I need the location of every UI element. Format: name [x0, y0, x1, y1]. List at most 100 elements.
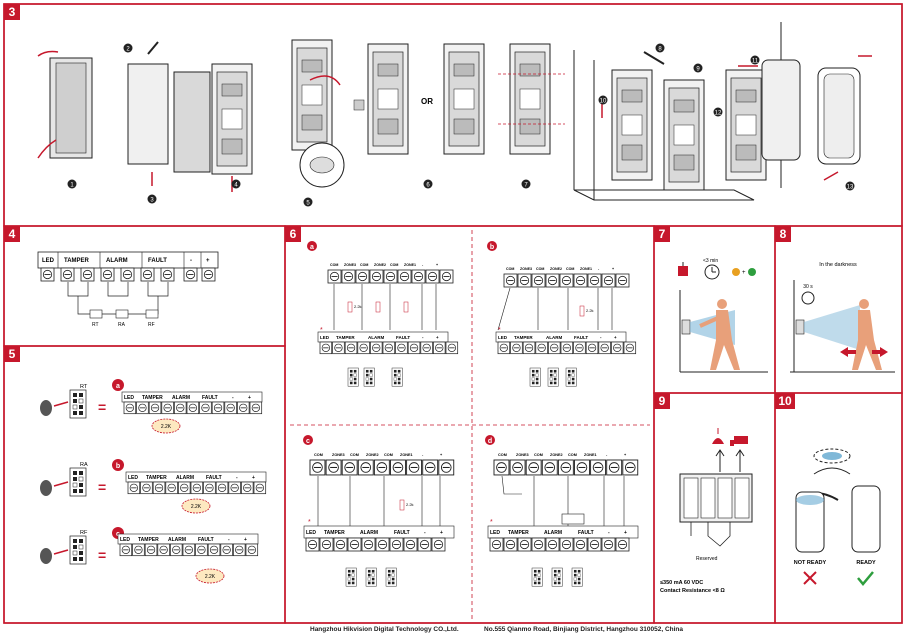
s5c-plus: + — [244, 537, 247, 543]
s6b-z3: ZONE2 — [550, 267, 562, 271]
s6d-z0: COM — [498, 453, 507, 457]
s4-sub-rf: RF — [148, 322, 155, 328]
s6a-fault: FAULT — [396, 335, 410, 340]
timer-icon — [801, 291, 815, 305]
svg-text:*: * — [320, 327, 323, 334]
s6c-z7: + — [440, 453, 443, 457]
s6a-z4: COM — [390, 263, 398, 267]
svg-text:*: * — [308, 519, 311, 526]
s5-res-c: 2.2K — [205, 574, 216, 580]
step-2: 2 — [126, 47, 130, 53]
s5a-minus: - — [232, 395, 234, 401]
s6a-plus: + — [436, 335, 439, 340]
s4-sub-ra: RA — [118, 322, 126, 328]
cross-icon — [803, 571, 817, 585]
footer-address: No.555 Qianmo Road, Binjiang District, H… — [484, 626, 684, 633]
s6a-z1: ZONE3 — [344, 263, 356, 267]
s5a-fault: FAULT — [202, 395, 218, 401]
s6a-alarm: ALARM — [368, 335, 384, 340]
step-8: 8 — [658, 47, 662, 53]
s5b-minus: - — [236, 475, 238, 481]
s5-letter-a: a — [116, 383, 120, 390]
s6b-minus: - — [600, 335, 602, 340]
s4-label-tamper: TAMPER — [64, 258, 90, 264]
step-6: 6 — [426, 183, 430, 189]
detector-icon — [681, 319, 691, 335]
s10-not-ready: NOT READY — [794, 560, 827, 566]
s5-res-a: 2.2K — [161, 424, 172, 430]
s6-panel-b: b COM ZONE3 COM ZONE2 COM ZONE1 - + 2.2k… — [487, 241, 637, 387]
s5c-led: LED — [120, 537, 130, 543]
section-8: 8 In the darkness 30 s — [774, 225, 903, 394]
s6b-z7: + — [612, 267, 614, 271]
s5-tag-ra: RA — [80, 462, 88, 468]
s5-letter-b: b — [116, 463, 120, 470]
s6a-z5: ZONE1 — [404, 263, 416, 267]
s6d-plus: + — [624, 530, 627, 536]
s5c-tamper: TAMPER — [138, 537, 159, 543]
s5b-alarm: ALARM — [176, 475, 194, 481]
step-3: 3 — [150, 198, 154, 204]
section-7: 7 <3 min + — [653, 225, 776, 394]
s4-label-plus: + — [206, 258, 210, 264]
s9-spec1: ≤350 mA 60 VDC — [660, 580, 703, 586]
s4-label-led: LED — [42, 258, 55, 264]
s6d-z7: + — [624, 453, 627, 457]
s5b-tamper: TAMPER — [146, 475, 167, 481]
s7-time: <3 min — [703, 258, 718, 264]
camera-icon — [730, 436, 748, 446]
s6c-fault: FAULT — [394, 530, 410, 536]
s5-row-b: RA = b LED TAMPER ALARM FAULT - + 2.2K — [40, 459, 267, 514]
s6a-led: LED — [320, 335, 330, 340]
step-10: 10 — [600, 99, 607, 105]
svg-text:+: + — [742, 270, 746, 276]
check-icon — [857, 571, 874, 586]
s6c-z4: COM — [384, 453, 393, 457]
s6d-tamper: TAMPER — [508, 530, 529, 536]
s6d-z6: - — [606, 453, 608, 457]
s6-letter-b: b — [490, 244, 494, 251]
s6c-tamper: TAMPER — [324, 530, 345, 536]
section-9: 9 Reserved ≤350 mA 60 VDC Contact Resist… — [653, 392, 776, 624]
s6b-z2: COM — [536, 267, 544, 271]
s6-panel-c: c COM ZONE3 COM ZONE2 COM ZONE1 - + 2.2k… — [303, 435, 455, 587]
s4-label-fault: FAULT — [148, 258, 167, 264]
s6b-tamper: TAMPER — [514, 335, 533, 340]
s8-caption: In the darkness — [819, 262, 857, 268]
step-11: 11 — [752, 59, 759, 65]
step-1: 1 — [70, 183, 74, 189]
s5-eq-c: = — [98, 547, 106, 563]
step-13: 13 — [847, 185, 854, 191]
s6c-alarm: ALARM — [360, 530, 378, 536]
s5a-led: LED — [124, 395, 134, 401]
section-6: 6 a COM ZONE3 COM ZONE2 COM ZONE1 - + 2.… — [284, 225, 655, 624]
footer: Hangzhou Hikvision Digital Technology CO… — [0, 625, 906, 639]
or-label: OR — [421, 97, 433, 106]
led-orange-icon — [732, 268, 740, 276]
s5a-alarm: ALARM — [172, 395, 190, 401]
s6b-led: LED — [498, 335, 508, 340]
section-3-number: 3 — [9, 5, 16, 19]
s6a-z0: COM — [330, 263, 338, 267]
step-4: 4 — [234, 183, 238, 189]
footer-company: Hangzhou Hikvision Digital Technology CO… — [310, 626, 459, 633]
s5-tag-rt: RT — [80, 384, 88, 390]
s6b-fault: FAULT — [574, 335, 588, 340]
s6a-minus: - — [422, 335, 424, 340]
s6d-z3: ZONE2 — [550, 453, 563, 457]
s6b-z1: ZONE3 — [520, 267, 532, 271]
s6d-z5: ZONE1 — [584, 453, 597, 457]
section-9-number: 9 — [659, 394, 666, 408]
led-green-icon — [748, 268, 756, 276]
step-5: 5 — [306, 201, 310, 207]
s6c-led: LED — [306, 530, 316, 536]
s6b-res: 2.2k — [586, 308, 594, 313]
s6d-z4: COM — [568, 453, 577, 457]
s6c-z3: ZONE2 — [366, 453, 379, 457]
s10-ready: READY — [856, 560, 876, 566]
s6-panel-d: d COM ZONE3 COM ZONE2 COM ZONE1 - + * LE… — [485, 435, 639, 587]
s6b-z5: ZONE1 — [580, 267, 592, 271]
s6c-res: 2.2k — [406, 502, 414, 507]
s6c-z2: COM — [350, 453, 359, 457]
